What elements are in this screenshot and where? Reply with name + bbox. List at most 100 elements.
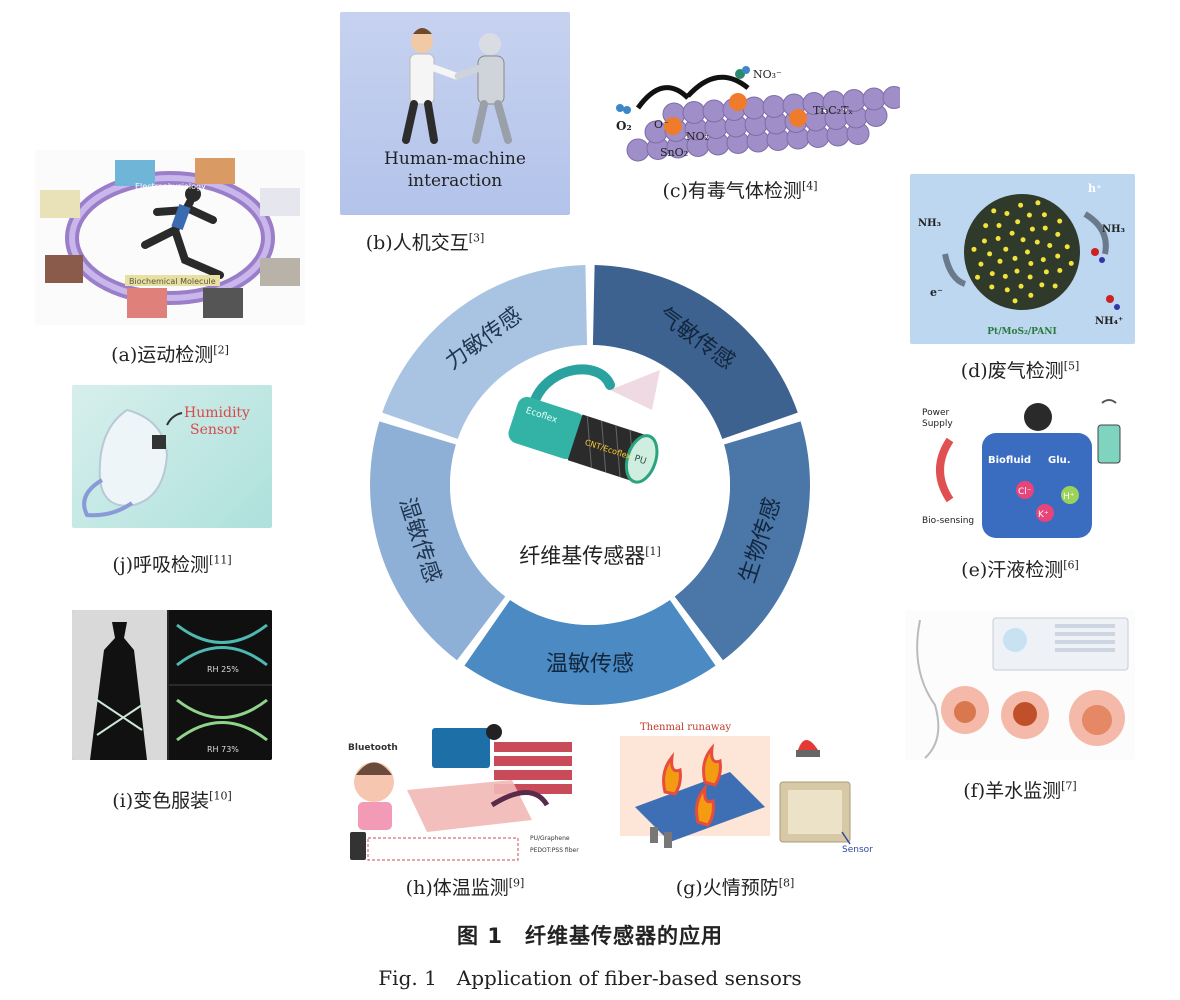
caption-f: (f)羊水监测[7] bbox=[963, 779, 1077, 802]
panel-e-biofluid: Biofluid bbox=[988, 455, 1031, 466]
pt-nanoparticle bbox=[1055, 231, 1061, 237]
caption-a: (a)运动检测[2] bbox=[111, 343, 229, 366]
lattice-sphere bbox=[626, 138, 650, 162]
pt-nanoparticle bbox=[996, 222, 1002, 228]
pt-nanoparticle bbox=[1068, 260, 1074, 266]
pt-nanoparticle bbox=[1027, 274, 1033, 280]
ring-segment bbox=[370, 421, 506, 661]
panel-a-motion-detection: Electrophysiology Biochemical Molecule bbox=[35, 150, 305, 325]
panel-c-sno2: SnO₂ bbox=[660, 146, 688, 159]
pt-nanoparticle bbox=[997, 258, 1003, 264]
caption-c: (c)有毒气体检测[4] bbox=[662, 179, 818, 202]
panel-g-sensor: Sensor bbox=[842, 845, 873, 855]
panel-i-rh2: RH 73% bbox=[207, 745, 239, 754]
pt-nanoparticle bbox=[1009, 230, 1015, 236]
figure-title-en: Fig. 1 Application of fiber-based sensor… bbox=[378, 966, 802, 990]
pt-nanoparticle bbox=[1055, 253, 1061, 259]
panel-f-amniotic bbox=[905, 610, 1135, 760]
panel-h-body-temp: Bluetooth PU/Graphene PEDOT:PSS fiber bbox=[342, 720, 592, 870]
panel-d-nh3-left: NH₃ bbox=[918, 218, 941, 229]
caption-d: (d)废气检测[5] bbox=[960, 359, 1080, 382]
caption-e: (e)汗液检测[6] bbox=[961, 558, 1079, 581]
panel-h-pedot: PEDOT:PSS fiber bbox=[530, 847, 579, 854]
pt-nanoparticle bbox=[1018, 283, 1024, 289]
panel-e-glu: Glu. bbox=[1048, 455, 1071, 466]
pt-nanoparticle bbox=[1002, 273, 1008, 279]
pt-nanoparticle bbox=[991, 208, 997, 214]
lattice-sphere bbox=[882, 86, 900, 109]
pt-nanoparticle bbox=[1012, 298, 1018, 304]
ring-center-label: 纤维基传感器[1] bbox=[519, 544, 661, 568]
pt-nanoparticle bbox=[1064, 244, 1070, 250]
ring-segment bbox=[382, 265, 588, 439]
pt-nanoparticle bbox=[995, 236, 1001, 242]
pt-nanoparticle bbox=[1004, 210, 1010, 216]
lattice-sphere bbox=[762, 95, 786, 118]
pt-nanoparticle bbox=[1043, 269, 1049, 275]
pt-nanoparticle bbox=[1041, 212, 1047, 218]
pt-nanoparticle bbox=[975, 274, 981, 280]
pt-nanoparticle bbox=[1026, 212, 1032, 218]
pt-nanoparticle bbox=[1057, 218, 1063, 224]
panel-i-color-clothing: RH 25% RH 73% bbox=[72, 610, 272, 760]
panel-c-o: O⁻ bbox=[654, 118, 669, 131]
ring-segment bbox=[592, 265, 798, 439]
pt-nanoparticle bbox=[987, 251, 993, 257]
pt-nanoparticle bbox=[1042, 225, 1048, 231]
lattice-sphere bbox=[702, 99, 726, 123]
panel-e-bio: Bio-sensing bbox=[922, 516, 974, 526]
panel-c-ti3c2tx: Ti₃C₂Tₓ bbox=[813, 104, 853, 117]
panel-c-toxic-gas: O₂ O⁻ SnO₂ NO₂ NO₃⁻ Ti₃C₂Tₓ bbox=[608, 58, 900, 168]
panel-c-no2: NO₂ bbox=[686, 130, 709, 143]
ring-segment-label: 温敏传感 bbox=[546, 652, 634, 677]
figure-title-zh: 图 1 纤维基传感器的应用 bbox=[457, 924, 723, 948]
pt-nanoparticle bbox=[1003, 246, 1009, 252]
panel-e-h: H⁺ bbox=[1063, 492, 1075, 502]
pt-nanoparticle bbox=[989, 271, 995, 277]
pt-nanoparticle bbox=[978, 261, 984, 267]
pt-nanoparticle bbox=[1015, 219, 1021, 225]
pt-nanoparticle bbox=[1020, 237, 1026, 243]
ring-segment bbox=[464, 599, 716, 705]
pt-nanoparticle bbox=[1057, 268, 1063, 274]
pt-nanoparticle bbox=[1024, 249, 1030, 255]
panel-g-fire: Thenmal runaway Sensor bbox=[620, 712, 875, 864]
pt-nanoparticle bbox=[983, 223, 989, 229]
panel-h-bluetooth: Bluetooth bbox=[348, 743, 398, 753]
pt-nanoparticle bbox=[989, 284, 995, 290]
caption-b: (b)人机交互[3] bbox=[365, 231, 485, 254]
pt-nanoparticle bbox=[1012, 255, 1018, 261]
panel-d-nh4: NH₄⁺ bbox=[1095, 316, 1123, 327]
fiber-label-core: PU bbox=[633, 454, 648, 467]
panel-e-k: K⁺ bbox=[1038, 510, 1049, 520]
pt-nanoparticle bbox=[1052, 283, 1058, 289]
pt-nanoparticle bbox=[1028, 292, 1034, 298]
ring-segment bbox=[674, 421, 810, 661]
panel-c-no3: NO₃⁻ bbox=[753, 68, 782, 81]
pt-nanoparticle bbox=[971, 246, 977, 252]
pt-nanoparticle bbox=[1047, 243, 1053, 249]
lattice-sphere bbox=[682, 101, 706, 124]
caption-i: (i)变色服装[10] bbox=[112, 789, 232, 812]
panel-a-label-bottom: Biochemical Molecule bbox=[129, 277, 216, 286]
pt-nanoparticle bbox=[1029, 226, 1035, 232]
pt-nanoparticle bbox=[1014, 268, 1020, 274]
sensor-type-ring: 力敏传感气敏传感生物传感温敏传感湿敏传感 Ecoflex CNT/Ecoflex… bbox=[370, 265, 810, 705]
caption-g: (g)火情预防[8] bbox=[675, 876, 795, 899]
pt-nanoparticle bbox=[1004, 287, 1010, 293]
pt-nanoparticle bbox=[1035, 200, 1041, 206]
panel-c-o2: O₂ bbox=[616, 119, 632, 133]
panel-d-e: e⁻ bbox=[930, 286, 943, 299]
pt-nanoparticle bbox=[1034, 239, 1040, 245]
pt-nanoparticle bbox=[1039, 282, 1045, 288]
panel-d-nh3-right: NH₃ bbox=[1102, 224, 1125, 235]
ring-center-disc bbox=[450, 345, 730, 625]
pt-nanoparticle bbox=[1040, 257, 1046, 263]
panel-i-rh1: RH 25% bbox=[207, 665, 239, 674]
panel-d-exhaust-gas: NH₃ NH₃ NH₄⁺ h⁺ e⁻ Pt/MoS₂/PANI bbox=[910, 174, 1135, 344]
